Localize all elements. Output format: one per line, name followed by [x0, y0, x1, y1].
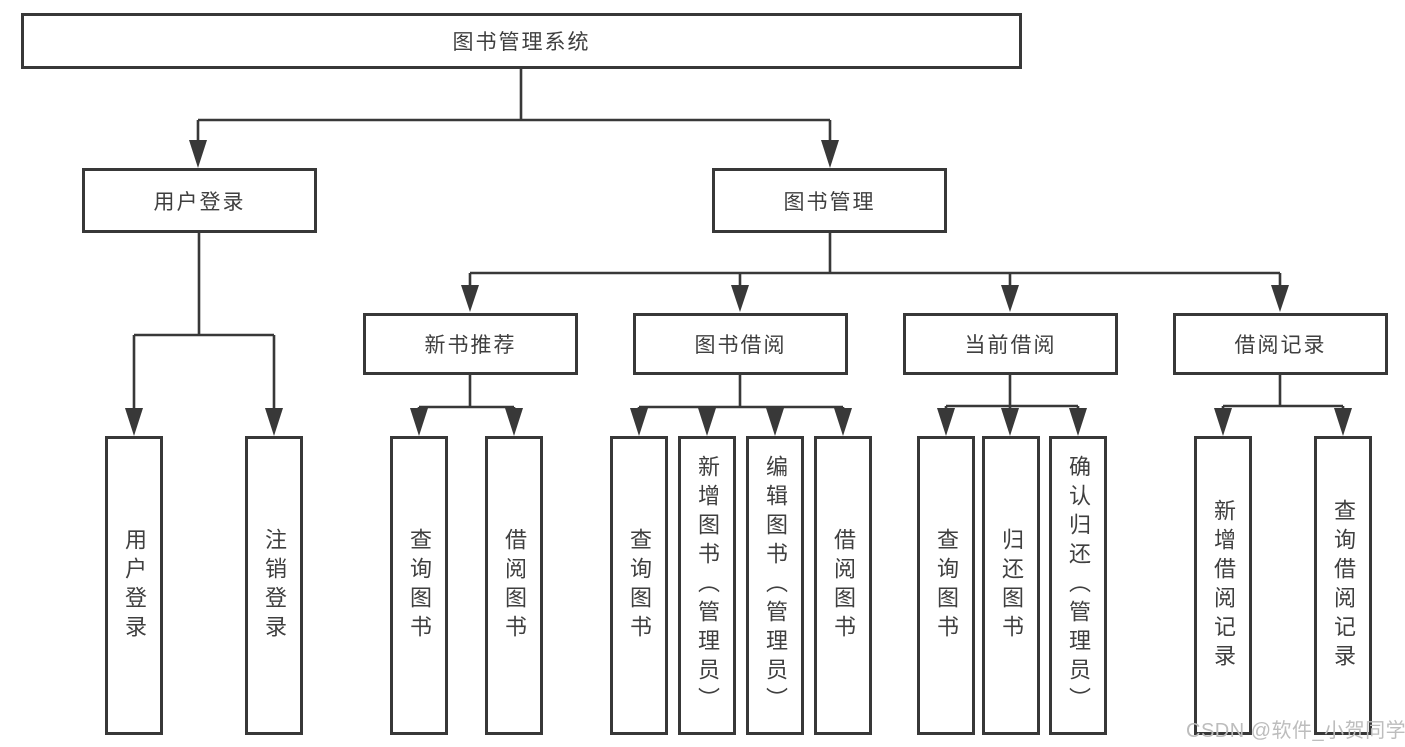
- leaf-borrow-books-recommend: 借阅图书: [485, 436, 543, 735]
- watermark: CSDN @软件_小贺同学: [1186, 720, 1405, 742]
- leaf-logout-label: 注销登录: [262, 527, 287, 644]
- node-root: 图书管理系统: [21, 13, 1022, 69]
- leaf-edit-books-admin: 编辑图书（管理员）: [746, 436, 804, 735]
- leaf-edit-books-admin-label: 编辑图书（管理员）: [763, 455, 788, 716]
- node-book-borrowing: 图书借阅: [633, 313, 848, 375]
- leaf-query-books-recommend: 查询图书: [390, 436, 448, 735]
- node-book-management-label: 图书管理: [783, 190, 876, 214]
- leaf-query-books-current: 查询图书: [917, 436, 975, 735]
- leaf-borrow-books-recommend-label: 借阅图书: [502, 527, 527, 644]
- node-new-book-recommend-label: 新书推荐: [424, 334, 517, 357]
- leaf-add-books-admin-label: 新增图书（管理员）: [695, 455, 720, 716]
- leaf-confirm-return-admin: 确认归还（管理员）: [1049, 436, 1107, 735]
- leaf-query-books-current-label: 查询图书: [934, 527, 959, 644]
- leaf-query-books-borrowing-label: 查询图书: [627, 527, 652, 644]
- node-current-borrowing: 当前借阅: [903, 313, 1118, 375]
- leaf-return-books: 归还图书: [982, 436, 1040, 735]
- leaf-logout: 注销登录: [245, 436, 303, 735]
- node-new-book-recommend: 新书推荐: [363, 313, 578, 375]
- leaf-query-books-borrowing: 查询图书: [610, 436, 668, 735]
- node-user-login-label: 用户登录: [153, 190, 246, 214]
- leaf-add-borrow-record: 新增借阅记录: [1194, 436, 1252, 735]
- node-current-borrowing-label: 当前借阅: [964, 334, 1057, 357]
- leaf-query-borrow-record: 查询借阅记录: [1314, 436, 1372, 735]
- leaf-user-login-label: 用户登录: [122, 527, 147, 644]
- node-borrowing-records: 借阅记录: [1173, 313, 1388, 375]
- leaf-add-borrow-record-label: 新增借阅记录: [1211, 498, 1236, 673]
- node-book-management: 图书管理: [712, 168, 947, 233]
- node-user-login: 用户登录: [82, 168, 317, 233]
- leaf-borrow-books-borrowing: 借阅图书: [814, 436, 872, 735]
- leaf-add-books-admin: 新增图书（管理员）: [678, 436, 736, 735]
- leaf-return-books-label: 归还图书: [999, 527, 1024, 644]
- leaf-user-login: 用户登录: [105, 436, 163, 735]
- leaf-confirm-return-admin-label: 确认归还（管理员）: [1066, 455, 1091, 716]
- leaf-query-borrow-record-label: 查询借阅记录: [1331, 498, 1356, 673]
- node-root-label: 图书管理系统: [452, 31, 591, 54]
- node-borrowing-records-label: 借阅记录: [1234, 334, 1327, 357]
- node-book-borrowing-label: 图书借阅: [694, 334, 787, 357]
- leaf-query-books-recommend-label: 查询图书: [407, 527, 432, 644]
- leaf-borrow-books-borrowing-label: 借阅图书: [831, 527, 856, 644]
